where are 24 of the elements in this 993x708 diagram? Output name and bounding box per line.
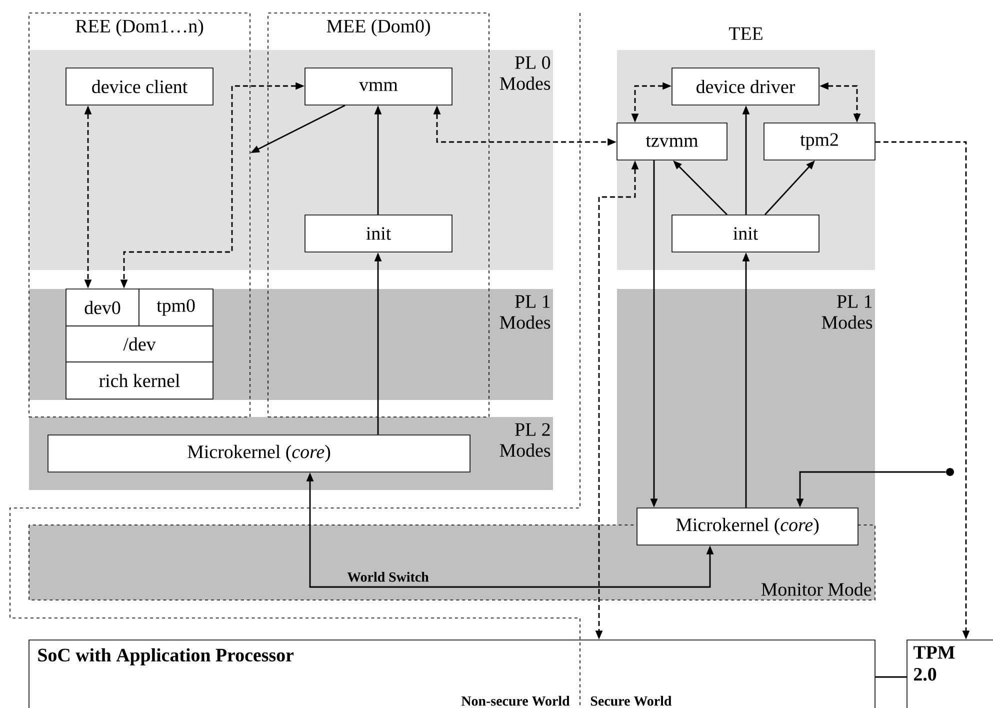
process-box: Microkernel (core) xyxy=(636,508,858,546)
edge-label: World Switch xyxy=(346,570,430,583)
chip-box: TPM 2.0 xyxy=(906,640,993,708)
node-label: TEE xyxy=(729,27,762,40)
mode-label: Monitor Mode xyxy=(761,582,872,596)
mode-label: PL 1 Modes xyxy=(822,295,872,329)
process-box: device client xyxy=(66,68,214,106)
process-box: tpm2 xyxy=(764,122,876,160)
table-cell: /dev xyxy=(66,326,214,362)
junction-dot xyxy=(946,468,954,476)
table-cell: tpm0 xyxy=(138,288,214,326)
table-cell: dev0 xyxy=(66,288,140,326)
process-box: device driver xyxy=(672,68,820,106)
process-box: tzvmm xyxy=(616,122,728,160)
process-box: init xyxy=(672,214,820,252)
mode-label: PL 0 Modes xyxy=(500,56,550,90)
table-cell: rich kernel xyxy=(66,362,214,400)
process-box: init xyxy=(304,214,452,252)
process-box: vmm xyxy=(304,68,452,106)
mode-label: PL 2 Modes xyxy=(500,423,550,457)
mode-label: PL 1 Modes xyxy=(500,295,550,329)
process-box: Microkernel (core) xyxy=(48,434,470,472)
processor-box: SoC with Application Processor Non-secure World Secure World xyxy=(28,640,876,708)
connector-line xyxy=(875,676,907,678)
